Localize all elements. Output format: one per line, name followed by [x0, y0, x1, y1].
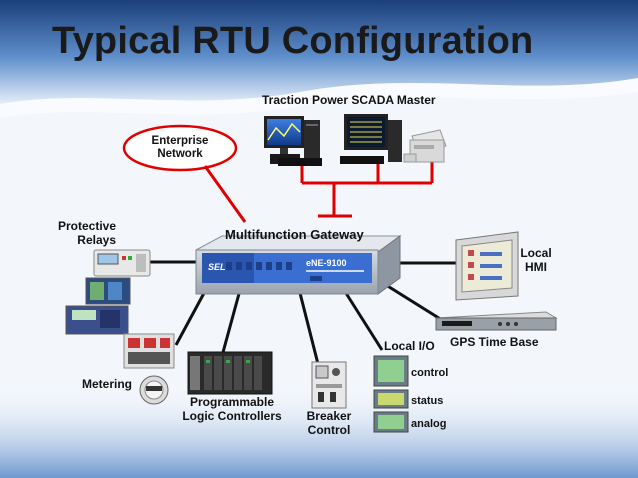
scada-server-icon [340, 114, 402, 164]
local-hmi-label: Local HMI [514, 246, 558, 275]
enterprise-network-label-line2: Network [157, 148, 203, 161]
io-module-icon [373, 355, 409, 433]
plc-rack-icon [187, 351, 273, 395]
gateway-label: Multifunction Gateway [225, 227, 364, 242]
protective-relays-label-line1: Protective [57, 219, 116, 233]
scada-master-label: Traction Power SCADA Master [262, 93, 436, 107]
gps-time-base-label: GPS Time Base [450, 335, 539, 349]
breaker-control-label: Breaker Control [298, 409, 360, 438]
metering-label: Metering [82, 377, 133, 391]
background-wave [0, 78, 638, 118]
enterprise-network-label: Enterprise Network [140, 135, 220, 161]
gateway-device-text: eNE-9100 [306, 258, 347, 268]
protective-relay-icon [65, 249, 151, 335]
local-hmi-label-line2: HMI [525, 259, 547, 274]
plc-label: Programmable Logic Controllers [176, 395, 288, 424]
io-control-label: control [411, 367, 449, 379]
breaker-control-label-line1: Breaker [306, 409, 352, 423]
printer-icon [403, 129, 447, 163]
protective-relays-label: Protective Relays [40, 219, 116, 248]
gps-receiver-icon [434, 311, 558, 331]
plc-label-line1: Programmable [189, 395, 275, 409]
power-meter-icon [123, 333, 175, 405]
gateway-device-icon: SEL eNE-9100 [195, 235, 402, 295]
enterprise-network-label-line1: Enterprise [151, 135, 209, 147]
local-hmi-label-line1: Local [520, 246, 552, 260]
background-top-band [0, 0, 638, 104]
enterprise-network-oval [122, 124, 238, 172]
io-status-label: status [411, 395, 444, 407]
enterprise-link-line [203, 165, 247, 223]
hmi-panel-icon [455, 231, 519, 301]
breaker-control-icon [311, 361, 347, 409]
io-analog-label: analog [411, 418, 447, 430]
svg-text:SEL: SEL [208, 262, 226, 272]
page-title: Typical RTU Configuration [52, 20, 534, 62]
plc-label-line2: Logic Controllers [182, 408, 282, 423]
protective-relays-label-line2: Relays [77, 232, 116, 247]
local-io-label: Local I/O [384, 339, 435, 353]
scada-workstation-icon [264, 116, 322, 166]
breaker-control-label-line2: Control [307, 422, 351, 437]
